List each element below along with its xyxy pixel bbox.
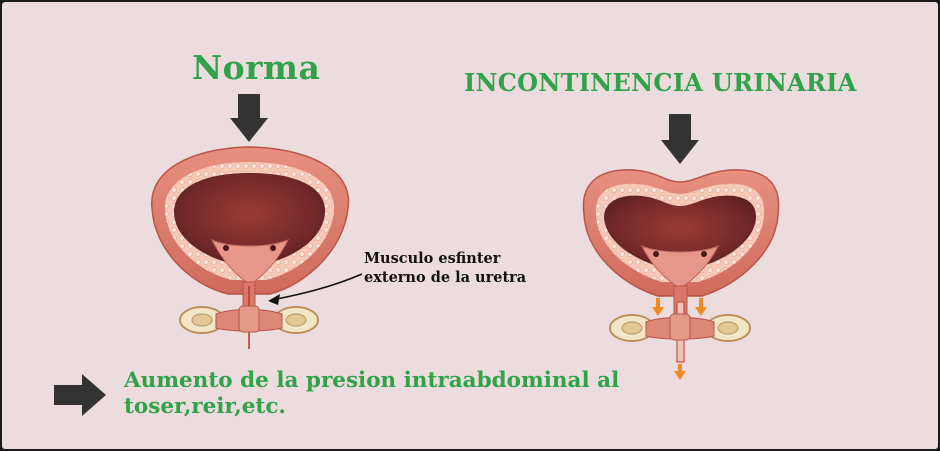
sphincter-label: Musculo esfinter externo de la uretra bbox=[364, 249, 526, 287]
arrow-down-icon bbox=[230, 94, 268, 142]
sphincter-label-line1: Musculo esfinter bbox=[364, 250, 501, 267]
pelvic-floor-normal bbox=[179, 305, 319, 334]
pressure-arrow-icon bbox=[652, 298, 707, 380]
label-pointer-icon bbox=[268, 273, 363, 305]
bladder-normal bbox=[151, 146, 350, 349]
arrow-right-icon bbox=[54, 374, 106, 416]
arrow-down-icon bbox=[661, 114, 699, 164]
title-incontinence: INCONTINENCIA URINARIA bbox=[464, 68, 857, 97]
title-normal: Norma bbox=[192, 48, 321, 87]
bladder-incontinence bbox=[582, 169, 780, 363]
footer-note: Aumento de la presion intraabdominal al … bbox=[124, 368, 620, 419]
pelvic-floor-incontinence bbox=[609, 313, 751, 342]
sphincter-label-line2: externo de la uretra bbox=[364, 269, 527, 286]
